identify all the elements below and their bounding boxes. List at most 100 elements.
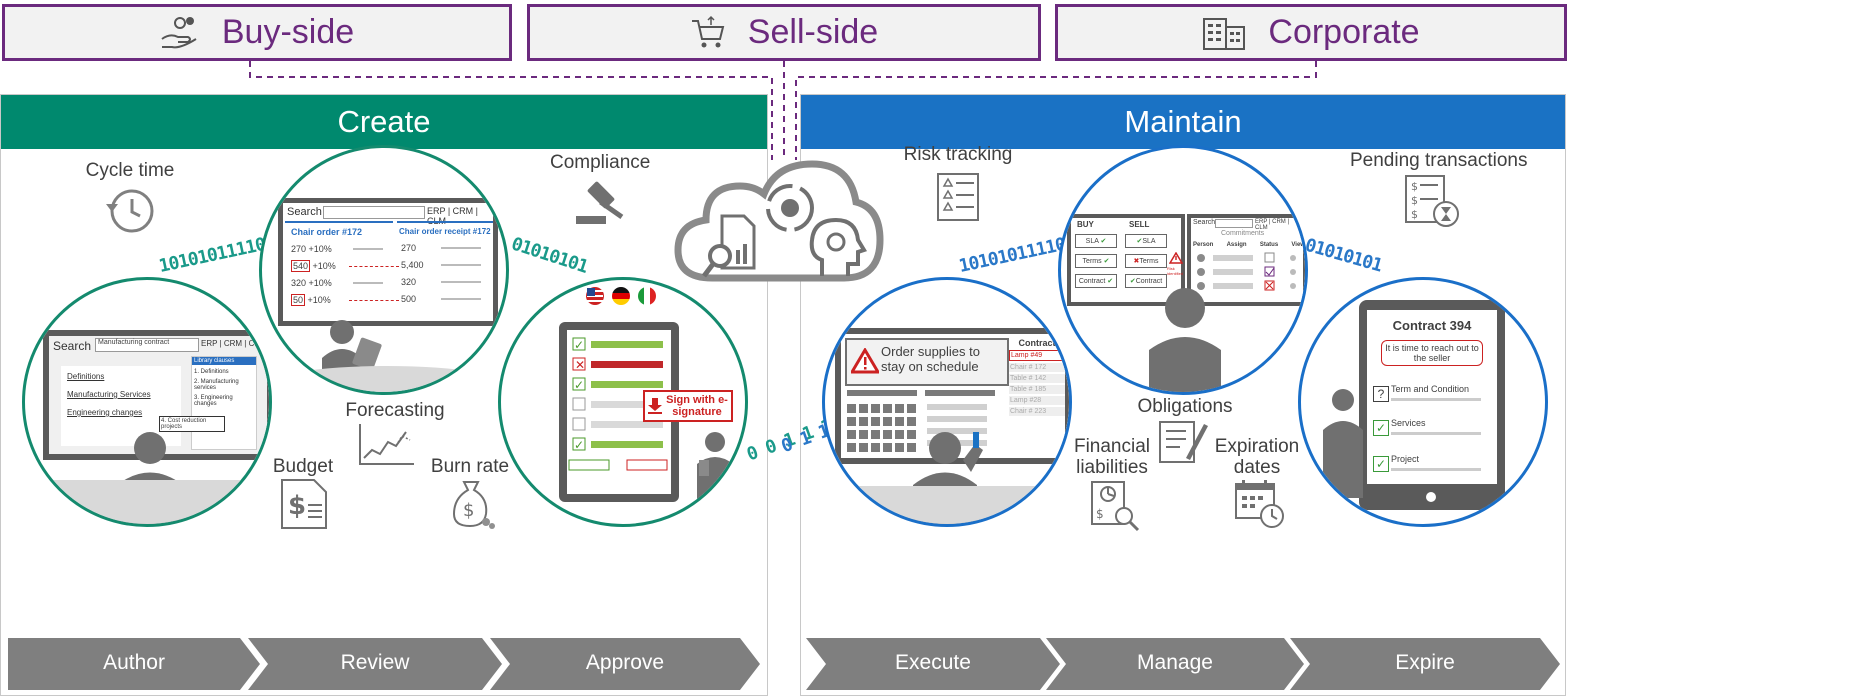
order-qty: 50 <box>291 294 306 306</box>
receipt-row: 5,400 <box>401 260 493 270</box>
order-rows: 270 +10%540 +10%320 +10%50 +10% <box>285 244 399 306</box>
person-phone-figure <box>697 432 733 500</box>
check-icon: ✔ <box>1100 238 1107 245</box>
contract-item[interactable]: Chair # 223 <box>1009 407 1065 416</box>
svg-text:$: $ <box>1411 208 1418 221</box>
check-icon: ✔ <box>1136 238 1143 245</box>
list-item: 1. Definitions <box>194 369 229 375</box>
svg-text:✓: ✓ <box>574 378 584 392</box>
contract-item[interactable]: Table # 142 <box>1009 374 1065 383</box>
stage-label: Author <box>103 651 165 674</box>
receipt-title: Chair order receipt #172 <box>399 227 491 236</box>
warning-icon <box>1169 252 1183 264</box>
pending-hourglass-icon: $ $ $ <box>1405 175 1459 227</box>
contract-item[interactable]: Table # 185 <box>1009 385 1065 394</box>
italy-flag-icon <box>638 287 656 305</box>
risk-label: Risk identified <box>1167 266 1184 276</box>
search-label: Search <box>287 206 322 218</box>
systems-label: ERP | CRM | CLM <box>201 339 266 348</box>
stage-label: Manage <box>1137 651 1213 674</box>
contract-item-label: Project <box>1391 454 1420 464</box>
svg-text:✓: ✓ <box>574 338 584 352</box>
order-pct: +10% <box>306 278 332 288</box>
approve-tablet: ✓ ✕ ✓ ✓ <box>559 322 679 502</box>
check-icon: ✓ <box>1373 456 1389 472</box>
contract-item[interactable]: Lamp #28 <box>1009 396 1065 405</box>
home-button[interactable] <box>1426 492 1436 502</box>
stage-label: Execute <box>895 651 971 674</box>
stage-execute[interactable]: Execute <box>806 638 1060 690</box>
corporate-box[interactable]: Corporate <box>1055 4 1567 61</box>
check-icon: ✔ <box>1103 258 1110 265</box>
contract-title: Contract 394 <box>1392 318 1472 333</box>
review-monitor: Search ERP | CRM | CLM Chair order #172 … <box>278 198 498 326</box>
list-item: Definitions <box>67 372 105 381</box>
ai-head-icon <box>809 217 867 276</box>
list-item: Engineering changes <box>67 408 143 417</box>
list-item: Manufacturing Services <box>67 390 151 399</box>
order-pane: Chair order #172 270 +10%540 +10%320 +10… <box>285 221 399 323</box>
commitments-title: Commitments <box>1221 230 1265 237</box>
receipt-value: 270 <box>401 243 417 253</box>
shopping-cart-icon <box>691 15 725 47</box>
stage-expire[interactable]: Expire <box>1290 638 1560 690</box>
connector-lines <box>249 61 1317 160</box>
alert-box: Order supplies to stay on schedule <box>845 338 1009 386</box>
svg-text:✓: ✓ <box>574 438 584 452</box>
cycle-time-label: Cycle time <box>85 160 175 181</box>
order-pct: +10% <box>310 261 336 271</box>
order-row: 270 +10% <box>291 244 393 254</box>
person-figure <box>1149 288 1221 392</box>
search-input[interactable] <box>323 206 425 219</box>
financial-report-icon: $ <box>1091 481 1140 532</box>
column-header: View <box>1291 242 1305 248</box>
order-title: Chair order #172 <box>291 227 363 237</box>
sell-label: SELL <box>1129 220 1150 229</box>
sell-side-box[interactable]: Sell-side <box>527 4 1041 61</box>
search-input[interactable] <box>1215 219 1253 228</box>
receipt-row: 500 <box>401 294 493 304</box>
pending-transactions-label: Pending transactions <box>1350 150 1528 171</box>
receipt-value: 500 <box>401 294 417 304</box>
order-row: 50 +10% <box>291 294 399 306</box>
buy-row: Contract ✔ <box>1075 274 1117 288</box>
obligations-label: Obligations <box>1137 396 1233 417</box>
inventory-grid <box>847 390 995 452</box>
compliance-label: Compliance <box>550 152 651 173</box>
gear-cycle-icon <box>766 184 814 232</box>
library-title: Library clauses <box>192 357 256 365</box>
sell-side-label: Sell-side <box>747 13 879 51</box>
contract-item[interactable]: Chair # 172 <box>1009 363 1065 372</box>
check-icon: ✓ <box>1373 420 1389 436</box>
stage-author[interactable]: Author <box>8 638 260 690</box>
contract-list: Contract Lamp #49 Chair # 172 Table # 14… <box>1009 338 1065 416</box>
receipt-row: 270 <box>401 243 493 253</box>
stage-approve[interactable]: Approve <box>490 638 760 690</box>
svg-text:$: $ <box>1411 180 1418 193</box>
buildings-icon <box>1203 17 1246 50</box>
gavel-icon <box>576 181 624 224</box>
row-label: Terms <box>1139 258 1159 265</box>
systems-label: ERP | CRM | CLM <box>1255 219 1290 231</box>
stage-review[interactable]: Review <box>248 638 502 690</box>
receipt-value: 5,400 <box>401 260 424 270</box>
column-header: Status <box>1259 242 1279 248</box>
sell-row: ✔Contract <box>1125 274 1167 288</box>
order-pct: +10% <box>305 295 331 305</box>
buy-side-box[interactable]: Buy-side <box>2 4 512 61</box>
row-label: SLA <box>1085 238 1099 245</box>
svg-text:✕: ✕ <box>575 358 585 372</box>
hand-coins-icon <box>161 16 197 48</box>
money-bag-icon: $ <box>452 481 495 529</box>
language-flags <box>585 286 657 306</box>
stage-manage[interactable]: Manage <box>1046 638 1304 690</box>
check-icon: ✔ <box>1107 278 1114 285</box>
us-flag-icon <box>586 287 604 305</box>
library-pane: Library clauses 1. Definitions 2. Manufa… <box>191 356 257 450</box>
check-icon: ✔ <box>1129 278 1136 285</box>
contract-item[interactable]: Lamp #49 <box>1009 350 1065 361</box>
checklist: ✓ ✕ ✓ ✓ <box>568 337 668 471</box>
search-input[interactable]: Manufacturing contract <box>95 338 199 352</box>
svg-text:$: $ <box>463 500 474 521</box>
